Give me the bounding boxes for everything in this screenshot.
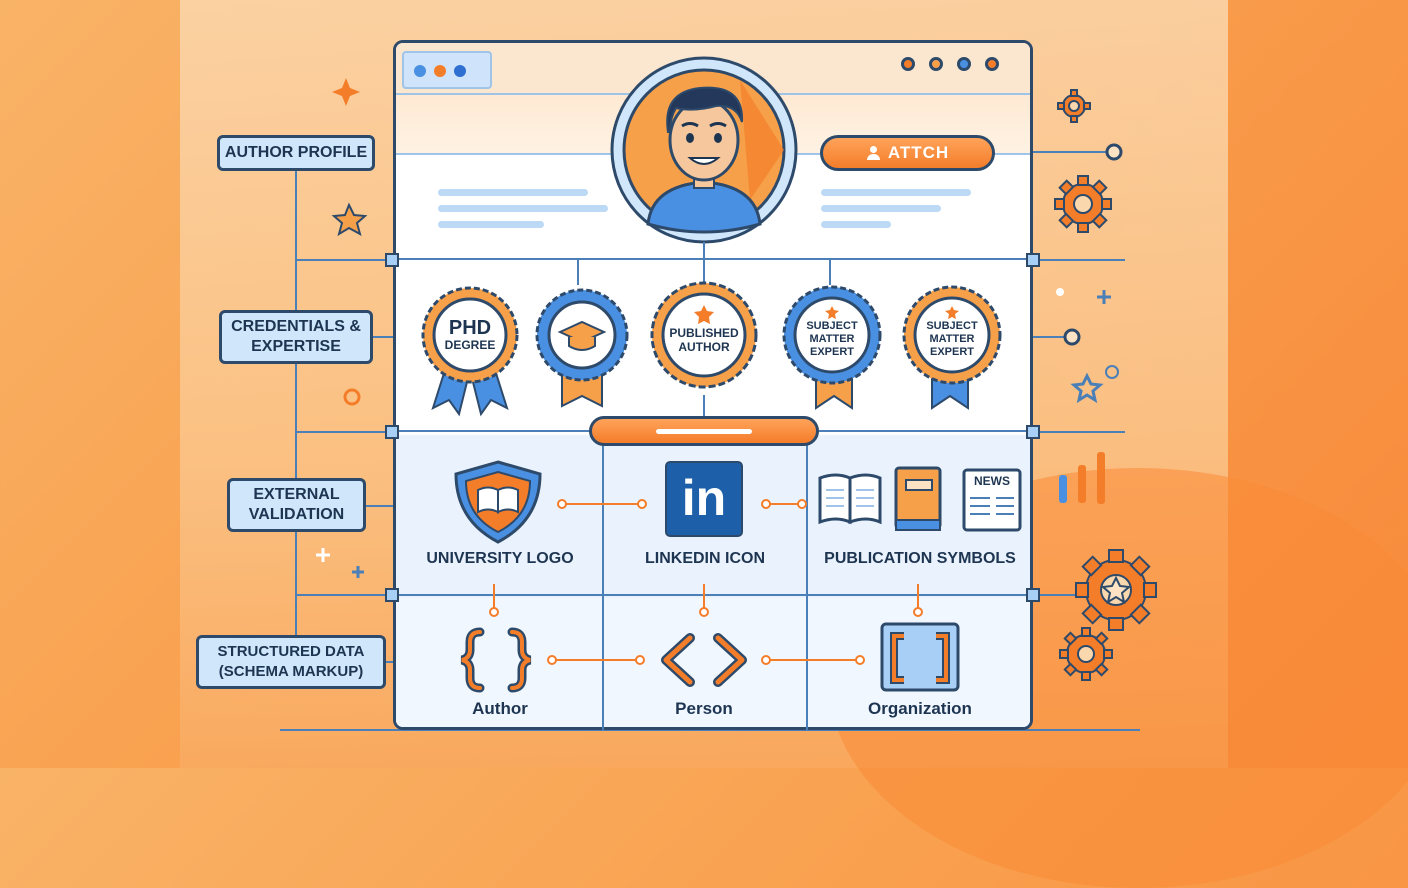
badge-sme2-line1: SUBJECT [926,320,978,332]
grid-divider [393,594,1033,596]
badge-sme2-line2: MATTER [929,333,975,345]
gear-decorations [1054,89,1157,681]
newspaper-icon [962,468,1022,532]
publication-symbols-label: PUBLICATION SYMBOLS [824,550,1016,567]
resize-handle[interactable] [385,425,399,439]
resize-handle[interactable] [1026,588,1040,602]
subject-matter-expert-badge-orange [902,285,1002,410]
text-line [438,189,588,196]
dot-blue-dark [454,65,466,77]
label-credentials-expertise: CREDENTIALS & EXPERTISE [219,310,373,364]
dot-orange [434,65,446,77]
section-slider-pill[interactable] [589,416,819,446]
notebook-icon [894,466,942,531]
pill-bar [656,429,752,434]
text-line [821,189,971,196]
star-icon [694,305,714,324]
schema-author-label: Author [472,699,528,718]
linkedin-mark: in [681,470,727,526]
badge-sme1-line1: SUBJECT [806,320,858,332]
university-logo-icon [454,460,542,544]
linkedin-icon [665,461,743,537]
badge-phd-line1: PHD [448,317,492,339]
phd-degree-badge [421,286,519,417]
angle-brackets-icon [661,633,747,687]
badge-published-line2: AUTHOR [678,340,730,354]
open-book-icon [818,473,882,525]
gear-icon [1054,89,1157,681]
window-tab[interactable] [402,51,492,89]
curly-braces-icon-fill [461,630,531,690]
grid-divider [806,432,808,730]
schema-organization-label: Organization [868,699,972,718]
badge-phd-line2: DEGREE [444,338,496,352]
grid-divider [393,258,1033,260]
window-control-1[interactable] [901,57,915,71]
badge-published-line1: PUBLISHED [669,326,739,340]
avatar-and-badges [421,56,1022,693]
attach-button-label: ATTCH [887,143,950,162]
label-external-validation: EXTERNAL VALIDATION [227,478,366,532]
badge-sme2-line3: EXPERT [929,346,974,358]
curly-braces-icon [460,627,532,693]
text-line [821,221,891,228]
label-structured-data: STRUCTURED DATA (SCHEMA MARKUP) [196,635,386,689]
resize-handle[interactable] [385,253,399,267]
text-line [438,221,544,228]
window-control-3[interactable] [957,57,971,71]
graduation-badge [535,288,629,408]
window-control-2[interactable] [929,57,943,71]
window-control-4[interactable] [985,57,999,71]
avatar [610,56,798,244]
attach-button[interactable]: ATTCH [820,135,995,171]
square-brackets-icon [880,622,960,692]
text-line [821,205,941,212]
resize-handle[interactable] [1026,253,1040,267]
published-author-badge [650,281,758,389]
schema-person-label: Person [675,699,733,718]
university-logo-label: UNIVERSITY LOGO [426,550,574,567]
dot-blue [414,65,426,77]
sparkle-icon [332,78,360,106]
label-author-profile: AUTHOR PROFILE [217,135,375,171]
star-outline-icon [331,202,368,237]
resize-handle[interactable] [385,588,399,602]
news-mark: NEWS [974,474,1010,488]
star-icon [825,306,839,319]
resize-handle[interactable] [1026,425,1040,439]
text-line [438,205,608,212]
user-icon [866,146,880,160]
badge-sme1-line2: MATTER [809,333,855,345]
subject-matter-expert-badge-blue [782,285,882,410]
linkedin-icon-label: LINKEDIN ICON [645,550,765,567]
badge-sme1-line3: EXPERT [809,346,854,358]
star-icon [945,306,959,319]
grid-divider [602,432,604,730]
